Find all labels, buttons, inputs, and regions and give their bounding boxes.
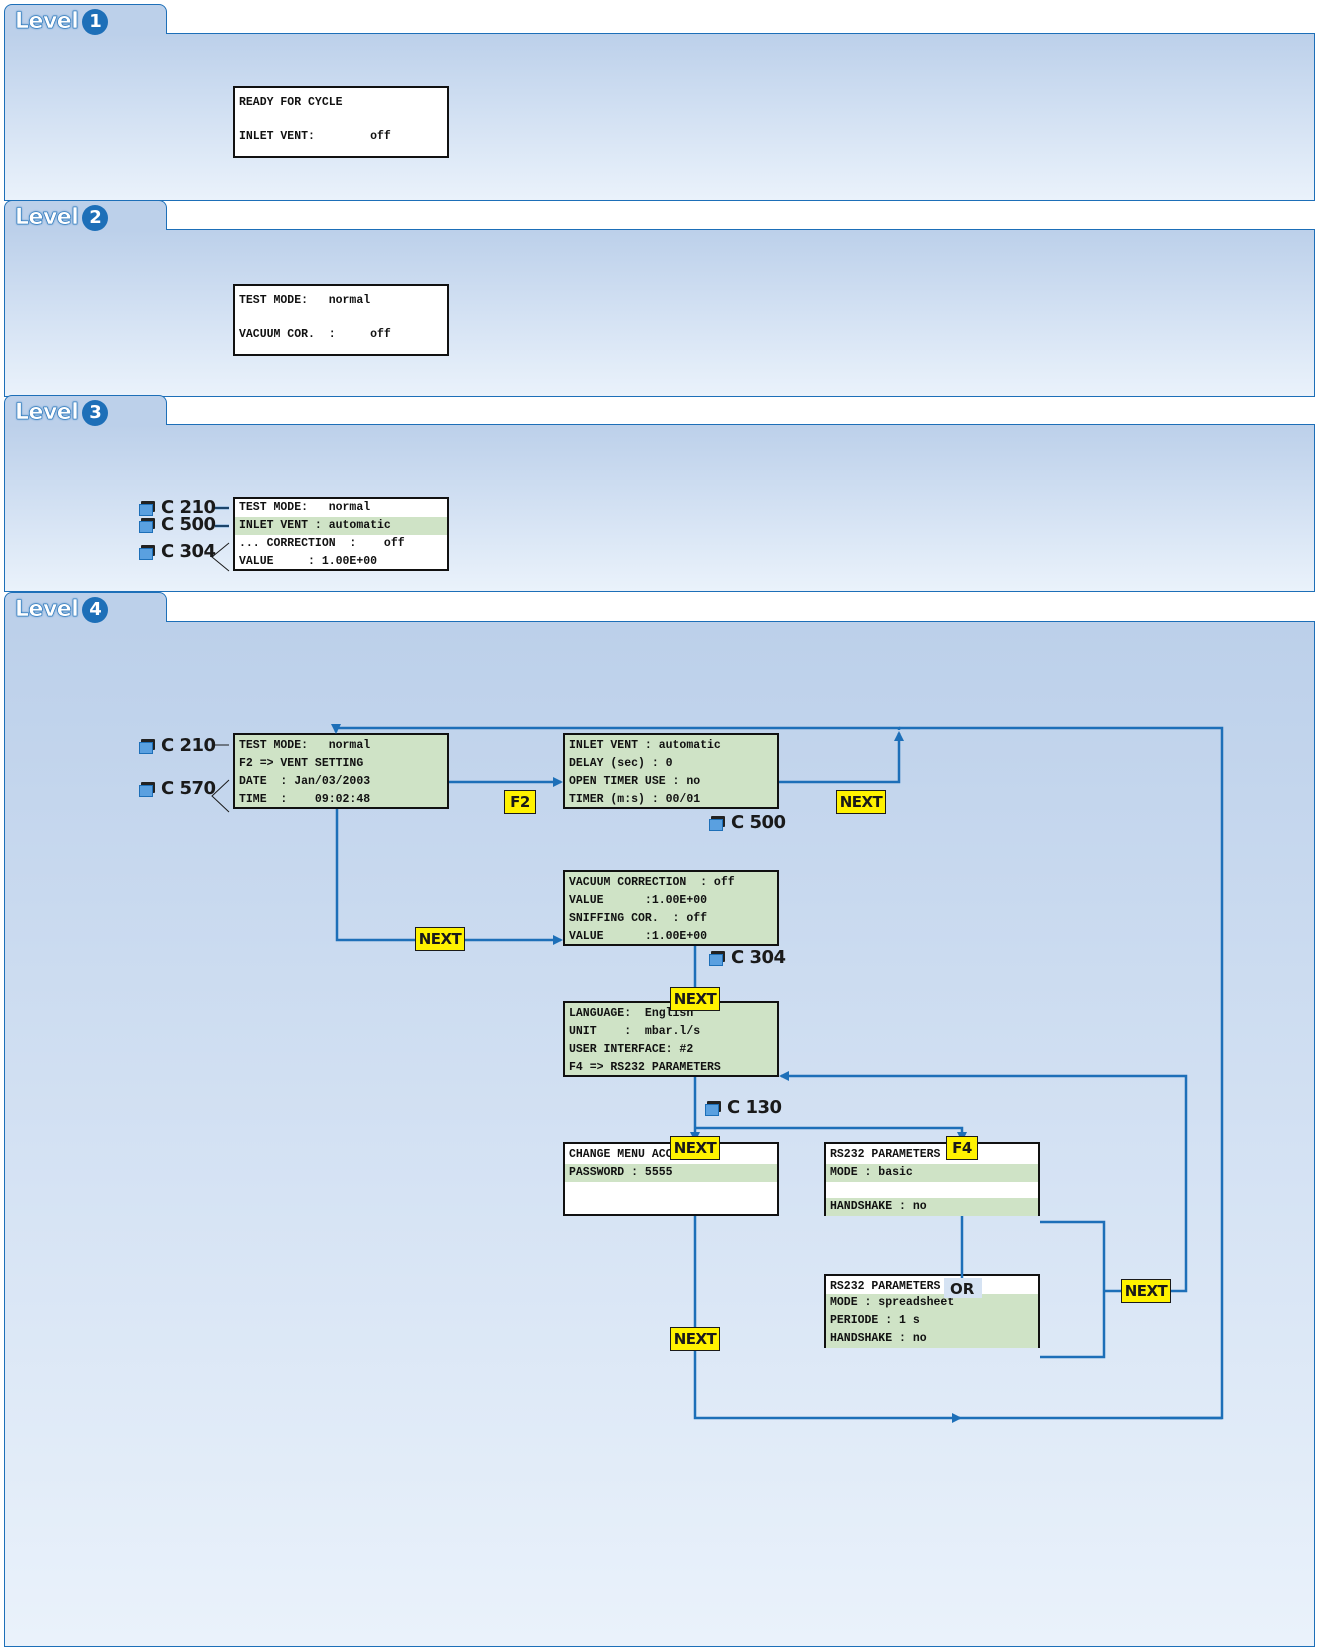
or-label: OR (950, 1280, 975, 1298)
display-line: READY FOR CYCLE (239, 96, 343, 109)
display-line: F4 => RS232 PARAMETERS (569, 1061, 721, 1074)
manual-ref-c304: C 304 (139, 541, 216, 562)
level-1-word: Level (15, 9, 79, 35)
rs232-basic-display: RS232 PARAMETERS MODE : basic HANDSHAKE … (824, 1142, 1040, 1216)
main-next-connector (335, 809, 563, 945)
display-line (826, 1182, 1038, 1200)
book-icon (709, 816, 725, 831)
book-icon (139, 782, 155, 797)
f2-key: F2 (504, 790, 536, 814)
display-line-highlighted: MODE : basic (826, 1164, 1038, 1182)
vacuum-correction-display: VACUUM CORRECTION : off VALUE :1.00E+00 … (563, 870, 779, 946)
level-3-word: Level (15, 400, 79, 426)
language-display: LANGUAGE: English UNIT : mbar.l/s USER I… (563, 1001, 779, 1077)
level-3-number: 3 (82, 400, 109, 426)
level-4-word: Level (15, 597, 79, 623)
book-icon (139, 739, 155, 754)
rs232-return (779, 1071, 1188, 1293)
level-2-panel (4, 229, 1315, 397)
rs232-basic-return (1040, 1220, 1106, 1359)
display-line: RS232 PARAMETERS (830, 1280, 941, 1293)
display-line: TEST MODE: normal (239, 294, 371, 307)
top-loop (334, 726, 901, 731)
display-line-highlighted: HANDSHAKE : no (826, 1330, 1038, 1348)
next-key: NEXT (1121, 1279, 1171, 1303)
display-line: DELAY (sec) : 0 (569, 757, 673, 770)
display-line-highlighted: HANDSHAKE : no (826, 1198, 1038, 1216)
level-1-number: 1 (82, 9, 109, 35)
display-line: RS232 PARAMETERS (830, 1148, 941, 1161)
display-line: OPEN TIMER USE : no (569, 775, 701, 788)
manual-ref-c130: C 130 (705, 1097, 782, 1118)
display-line-highlighted: INLET VENT : automatic (235, 517, 447, 535)
ref-bracket (211, 779, 230, 813)
book-icon (139, 518, 155, 533)
vent-next-connector (779, 731, 904, 784)
or-mask (944, 1278, 982, 1298)
display-line: INLET VENT : automatic (569, 739, 721, 752)
level-4-main-display: TEST MODE: normal F2 => VENT SETTING DAT… (233, 733, 449, 809)
manual-ref-c210: C 210 (139, 497, 216, 518)
level-4-number: 4 (82, 597, 109, 623)
f4-key: F4 (946, 1136, 978, 1160)
display-line: TIME : 09:02:48 (239, 793, 371, 806)
manual-ref-c210: C 210 (139, 735, 216, 756)
book-icon (705, 1101, 721, 1116)
level-2-word: Level (15, 205, 79, 231)
access-next-connector (693, 1216, 962, 1423)
level-2-display: TEST MODE: normal VACUUM COR. : off (233, 284, 449, 356)
display-line: F2 => VENT SETTING (239, 757, 364, 770)
level-1-display: READY FOR CYCLE INLET VENT: off (233, 86, 449, 158)
next-key: NEXT (415, 927, 465, 951)
book-icon (139, 501, 155, 516)
display-line: UNIT : mbar.l/s (569, 1025, 701, 1038)
display-line: VALUE :1.00E+00 (569, 930, 708, 943)
level-3-display: TEST MODE: normal INLET VENT : automatic… (233, 497, 449, 571)
display-line: VACUUM CORRECTION : off (569, 876, 735, 889)
display-line: USER INTERFACE: #2 (569, 1043, 694, 1056)
ref-bracket (211, 542, 230, 572)
display-line: INLET VENT: off (239, 130, 391, 143)
display-line-highlighted: PERIODE : 1 s (826, 1312, 1038, 1330)
display-line: TEST MODE: normal (239, 501, 371, 514)
book-icon (709, 951, 725, 966)
book-icon (139, 545, 155, 560)
next-key: NEXT (670, 1327, 720, 1351)
next-key: NEXT (836, 790, 886, 814)
display-line: TEST MODE: normal (239, 739, 371, 752)
next-key: NEXT (670, 1136, 720, 1160)
level-2-number: 2 (82, 205, 109, 231)
manual-ref-c304: C 304 (709, 947, 786, 968)
rs232-spreadsheet-display: RS232 PARAMETERS MODE : spreadsheet PERI… (824, 1274, 1040, 1348)
vent-setting-display: INLET VENT : automatic DELAY (sec) : 0 O… (563, 733, 779, 809)
display-line: VACUUM COR. : off (239, 328, 391, 341)
display-line: SNIFFING COR. : off (569, 912, 708, 925)
next-key: NEXT (670, 987, 720, 1011)
display-line: TIMER (m:s) : 00/01 (569, 793, 701, 806)
display-line: DATE : Jan/03/2003 (239, 775, 371, 788)
manual-ref-c500: C 500 (139, 514, 216, 535)
display-line: VALUE :1.00E+00 (569, 894, 708, 907)
top-loop-outer (899, 726, 1224, 1420)
manual-ref-c570: C 570 (139, 778, 216, 799)
level-1-panel (4, 33, 1315, 201)
display-line: ... CORRECTION : off (239, 537, 405, 550)
display-line-highlighted: MODE : spreadsheet (826, 1294, 1038, 1312)
display-line-highlighted: PASSWORD : 5555 (565, 1164, 777, 1182)
language-f4-connector (695, 1126, 967, 1142)
display-line: VALUE : 1.00E+00 (239, 555, 378, 568)
manual-ref-c500: C 500 (709, 812, 786, 833)
